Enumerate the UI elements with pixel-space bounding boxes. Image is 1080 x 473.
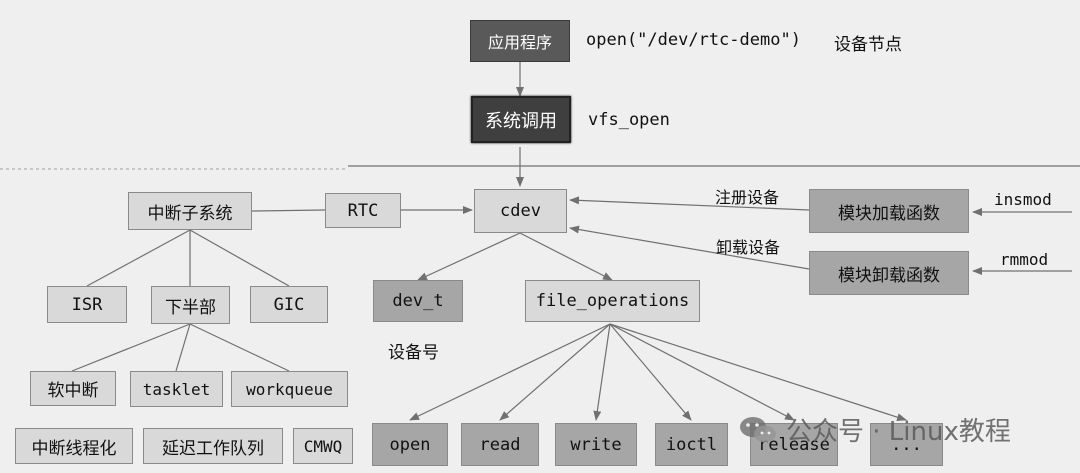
device-number-note: 设备号 xyxy=(388,343,439,363)
vfs-open-call: vfs_open xyxy=(588,110,670,130)
op-read-label: read xyxy=(479,434,521,455)
module-load-box: 模块加载函数 xyxy=(809,189,969,233)
threaded-irq-label: 中断线程化 xyxy=(31,438,117,459)
device-node-note: 设备节点 xyxy=(834,35,902,55)
cmwq-box: CMWQ xyxy=(293,428,353,464)
dev-t-box: dev_t xyxy=(373,280,463,322)
op-write-box: write xyxy=(555,423,637,466)
line-bh-to-workqueue xyxy=(189,323,290,372)
app-open-call: open("/dev/rtc-demo") xyxy=(586,30,801,50)
rtc-box: RTC xyxy=(325,193,401,228)
rmmod-label: rmmod xyxy=(1000,250,1049,269)
op-ioctl-label: ioctl xyxy=(665,434,718,455)
op-release-box: release xyxy=(750,423,838,466)
delayed-workqueue-label: 延迟工作队列 xyxy=(162,438,264,459)
watermark: 公众号 · Linux教程 xyxy=(738,411,1011,448)
op-open-label: open xyxy=(389,434,431,455)
wechat-icon xyxy=(740,416,776,442)
isr-box: ISR xyxy=(47,286,127,323)
unregister-device-note: 卸载设备 xyxy=(716,238,781,257)
threaded-irq-box: 中断线程化 xyxy=(15,428,133,464)
arrow-fops-write xyxy=(593,323,611,421)
op-more-box: ... xyxy=(870,423,943,466)
op-open-box: open xyxy=(372,423,448,466)
workqueue-label: workqueue xyxy=(246,379,333,399)
arrow-fops-ioctl xyxy=(609,323,692,421)
line-irq-to-isr xyxy=(86,229,191,287)
tasklet-box: tasklet xyxy=(130,371,223,407)
cdev-box: cdev xyxy=(474,189,567,233)
isr-label: ISR xyxy=(71,294,103,315)
line-irq-to-gic xyxy=(189,229,290,287)
arrow-unload-to-cdev xyxy=(569,225,810,270)
gic-box: GIC xyxy=(250,286,328,323)
arrow-fops-read xyxy=(499,323,611,421)
interrupt-subsystem-box: 中断子系统 xyxy=(128,192,252,230)
op-write-label: write xyxy=(570,434,622,455)
arrow-load-to-cdev xyxy=(569,196,810,211)
arrow-fops-more xyxy=(609,323,907,422)
delayed-workqueue-box: 延迟工作队列 xyxy=(143,428,283,464)
op-more-label: ... xyxy=(891,434,922,455)
rtc-label: RTC xyxy=(347,200,379,221)
interrupt-subsystem-label: 中断子系统 xyxy=(147,203,233,224)
app-box: 应用程序 xyxy=(470,20,570,62)
cdev-label: cdev xyxy=(500,201,541,221)
watermark-text: 公众号 · Linux教程 xyxy=(786,417,1011,447)
insmod-label: insmod xyxy=(994,190,1052,209)
line-irq-to-rtc xyxy=(251,209,326,212)
syscall-label: 系统调用 xyxy=(485,110,557,132)
arrow-fops-release xyxy=(609,323,795,421)
gic-label: GIC xyxy=(273,294,305,315)
cmwq-label: CMWQ xyxy=(303,436,343,456)
op-read-box: read xyxy=(461,423,539,466)
op-ioctl-box: ioctl xyxy=(655,423,728,466)
module-unload-label: 模块卸载函数 xyxy=(838,265,940,286)
file-operations-box: file_operations xyxy=(525,280,700,322)
arrow-fops-open xyxy=(409,323,611,421)
file-operations-label: file_operations xyxy=(535,291,690,311)
line-bh-to-softirq xyxy=(71,323,191,372)
app-label: 应用程序 xyxy=(487,33,552,52)
syscall-box: 系统调用 xyxy=(471,96,571,143)
bottom-half-label: 下半部 xyxy=(165,297,216,318)
workqueue-box: workqueue xyxy=(231,371,348,407)
bottom-half-box: 下半部 xyxy=(151,286,230,324)
op-release-label: release xyxy=(758,434,830,455)
softirq-label: 软中断 xyxy=(47,381,99,401)
softirq-box: 软中断 xyxy=(30,371,116,406)
module-unload-box: 模块卸载函数 xyxy=(809,251,969,295)
tasklet-label: tasklet xyxy=(142,379,211,399)
arrow-cdev-to-devt xyxy=(417,232,521,281)
module-load-label: 模块加载函数 xyxy=(838,203,940,224)
dev-t-label: dev_t xyxy=(392,291,444,311)
line-bh-to-tasklet xyxy=(175,323,191,372)
register-device-note: 注册设备 xyxy=(715,188,780,207)
arrow-cdev-to-fops xyxy=(519,232,613,281)
